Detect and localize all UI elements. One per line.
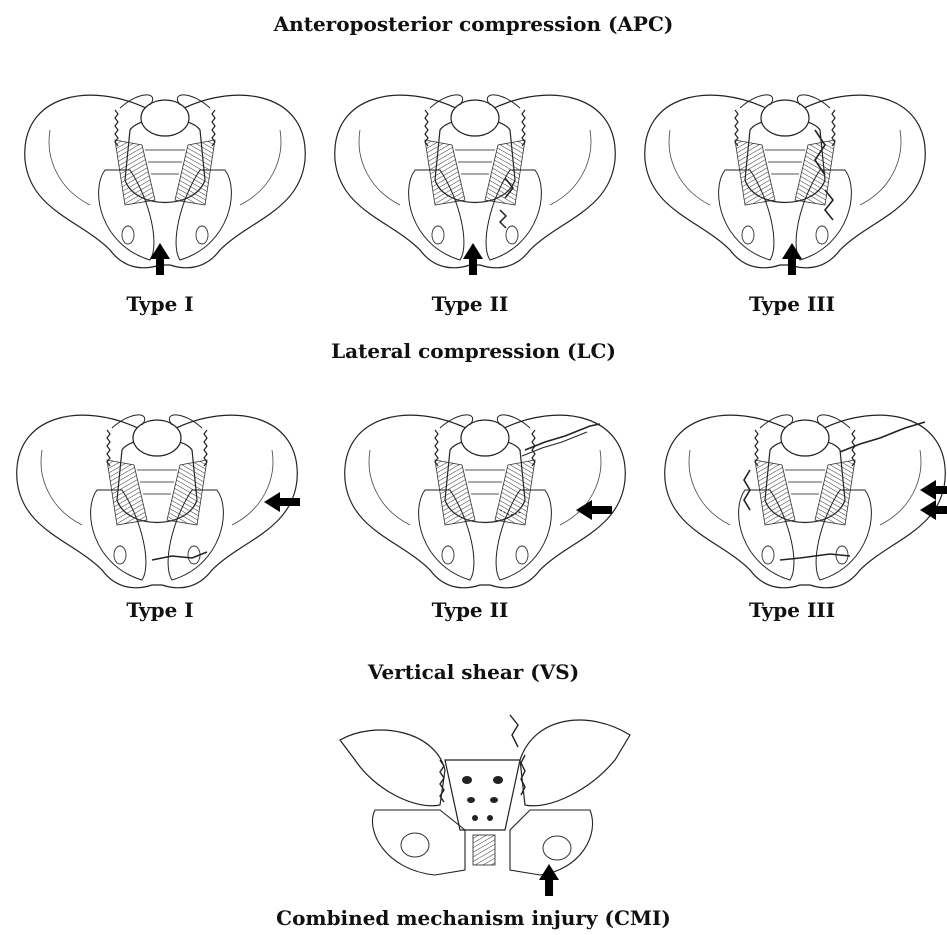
heading-lc: Lateral compression (LC) [0, 339, 947, 363]
apc-type-1-label: Type I [60, 292, 260, 316]
lc-type-2-label: Type II [370, 598, 570, 622]
lc-type-3-label: Type III [692, 598, 892, 622]
apc-type-3-diagram [640, 70, 930, 280]
heading-vs: Vertical shear (VS) [0, 660, 947, 684]
lc-type-3-diagram [660, 390, 947, 600]
apc-type-3-label: Type III [692, 292, 892, 316]
lc-type-1-diagram [12, 390, 302, 600]
heading-apc: Anteroposterior compression (APC) [0, 12, 947, 36]
apc-type-2-diagram [330, 70, 620, 280]
apc-type-1-diagram [20, 70, 310, 280]
vs-diagram [335, 710, 635, 900]
apc-type-2-label: Type II [370, 292, 570, 316]
lc-type-2-diagram [340, 390, 630, 600]
footer-cmi: Combined mechanism injury (CMI) [0, 906, 947, 930]
lc-type-1-label: Type I [60, 598, 260, 622]
